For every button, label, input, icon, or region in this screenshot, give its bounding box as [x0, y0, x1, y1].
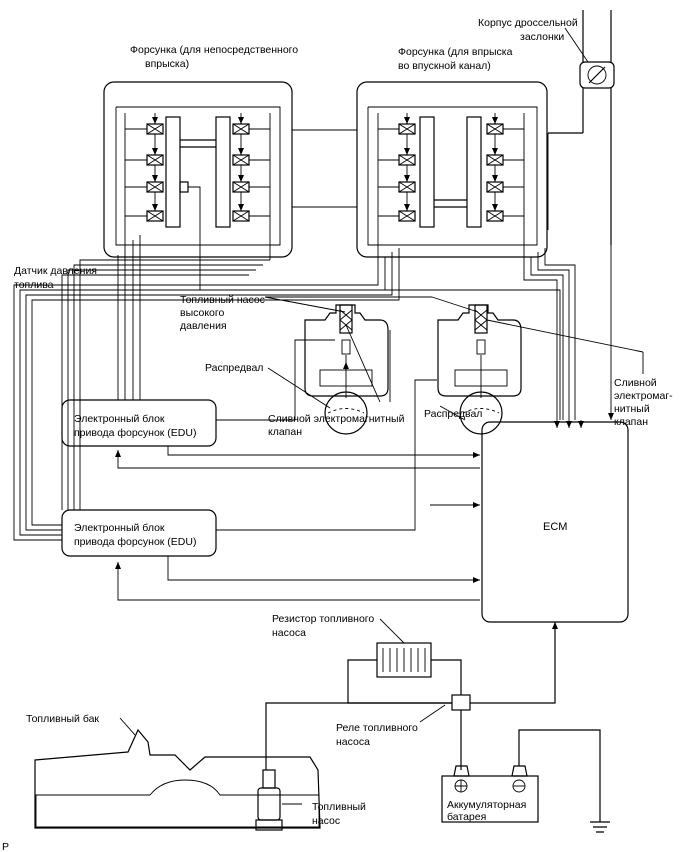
label-camshaft-right: Распредвал: [424, 408, 482, 420]
label-fuel-pump-resistor-1: Резистор топливного: [272, 613, 374, 625]
corner-mark: P: [2, 841, 9, 852]
label-edu-upper-2: привода форсунок (EDU): [74, 427, 196, 439]
label-throttle-body-2: заслонки: [520, 31, 564, 43]
label-fuel-pump-relay-2: насоса: [336, 736, 370, 748]
label-fuel-pump-relay-1: Реле топливного: [336, 722, 418, 734]
label-fuel-pump-resistor-2: насоса: [272, 627, 306, 639]
edu-lower-box: [61, 509, 217, 557]
throttle-body: [548, 10, 615, 245]
fuel-tank: [34, 717, 321, 829]
right-bank-injector-block: [356, 81, 548, 262]
label-edu-upper-1: Электронный блок: [74, 413, 165, 425]
label-camshaft-left: Распредвал: [205, 362, 263, 374]
label-fuel-pump-2: насос: [312, 815, 340, 827]
fuel-pump-in-tank: [255, 769, 302, 831]
fuel-pump-relay: [265, 622, 558, 770]
edu-upper-box: [61, 399, 217, 447]
high-pressure-pump-right: [437, 304, 522, 435]
label-high-pressure-pump-2: высокого: [180, 307, 224, 319]
label-high-pressure-pump-1: Топливный насос: [180, 294, 265, 306]
label-fuel-pressure-sensor-2: топлива: [14, 279, 54, 291]
label-fuel-pump-1: Топливный: [312, 801, 366, 813]
injector-icon: [146, 123, 250, 222]
label-high-pressure-pump-3: давления: [180, 320, 227, 332]
label-spill-valve-center-1: Сливной электромагнитный: [268, 413, 405, 425]
label-spill-valve-right-1: Сливной: [614, 377, 657, 389]
text-labels: Корпус дроссельной заслонки Форсунка (дл…: [2, 17, 673, 852]
label-battery-2: батарея: [447, 811, 486, 823]
edu-ecm-signals: [115, 339, 480, 601]
label-ecm: ECM: [543, 521, 567, 533]
label-spill-valve-right-4: клапан: [614, 416, 648, 428]
fuel-pressure-sensor-icon: [179, 181, 189, 193]
label-injector-port-2: во впускной канал): [398, 60, 491, 72]
high-pressure-pump-left: [304, 304, 389, 435]
fuel-pump-resistor: [376, 618, 432, 678]
label-battery-1: Аккумуляторная: [447, 799, 526, 811]
label-injector-direct-2: впрыска): [145, 58, 189, 70]
battery: [441, 729, 610, 833]
label-injector-direct-1: Форсунка (для непосредственного: [130, 44, 298, 56]
label-throttle-body-1: Корпус дроссельной: [478, 17, 578, 29]
label-fuel-tank: Топливный бак: [26, 713, 99, 725]
label-spill-valve-right-3: нитный: [614, 403, 650, 415]
label-spill-valve-right-2: электромаг-: [614, 390, 673, 402]
label-edu-lower-1: Электронный блок: [74, 522, 165, 534]
left-bank-injector-block: [103, 81, 293, 260]
label-fuel-pressure-sensor-1: Датчик давления: [14, 265, 97, 277]
label-injector-port-1: Форсунка (для впрыска: [398, 46, 513, 58]
label-spill-valve-center-2: клапан: [268, 426, 302, 438]
label-edu-lower-2: привода форсунок (EDU): [74, 536, 196, 548]
